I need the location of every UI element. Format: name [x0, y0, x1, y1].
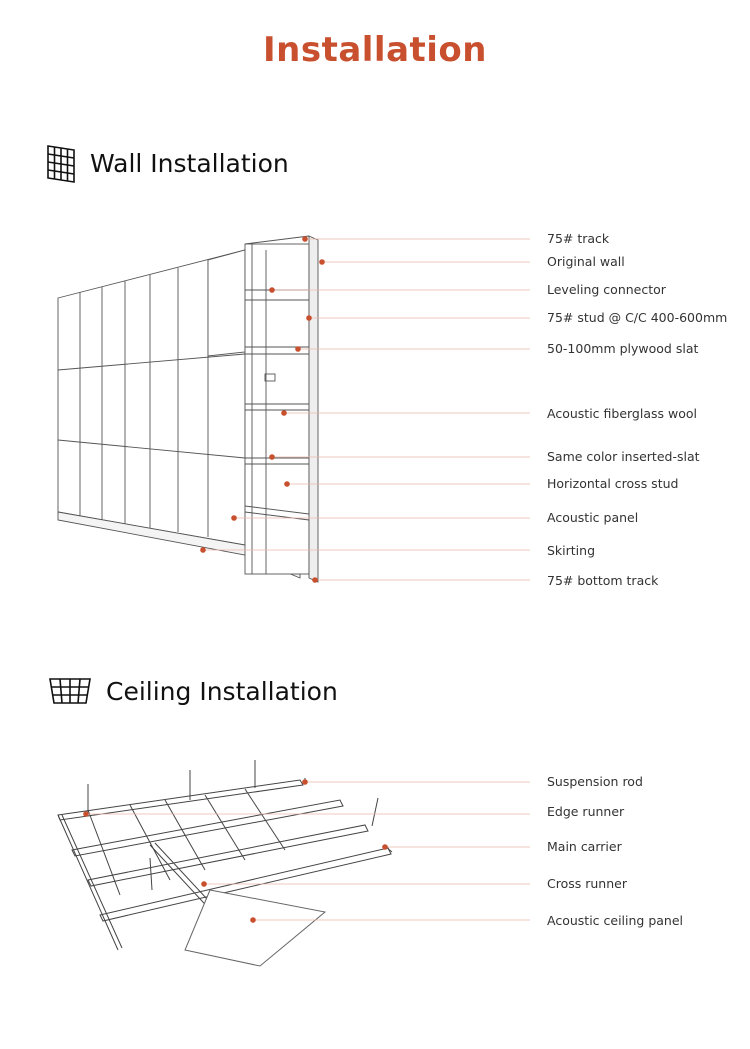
callout-dot — [306, 315, 312, 321]
callout-dot — [269, 454, 275, 460]
callout-plywood-slat: 50-100mm plywood slat — [547, 341, 699, 356]
callout-dot — [231, 515, 237, 521]
wall-grid-icon — [47, 145, 75, 183]
ceiling-section-heading: Ceiling Installation — [48, 676, 338, 706]
callout-dot — [269, 287, 275, 293]
callout-suspension-rod: Suspension rod — [547, 774, 643, 789]
callout-inserted-slat: Same color inserted-slat — [547, 449, 700, 464]
wall-callout-markers — [200, 236, 530, 583]
callout-dot — [284, 481, 290, 487]
callout-dot — [312, 577, 318, 583]
callout-dot — [83, 811, 89, 817]
callout-dot — [382, 844, 388, 850]
callout-cross-runner: Cross runner — [547, 876, 627, 891]
ceiling-section-title: Ceiling Installation — [106, 676, 338, 706]
callout-dot — [319, 259, 325, 265]
wall-section-title: Wall Installation — [90, 148, 289, 178]
ceiling-callout-markers — [83, 779, 530, 923]
wall-drawing — [57, 235, 319, 583]
callout-dot — [302, 779, 308, 785]
page-title: Installation — [262, 30, 487, 70]
callout-acoustic-ceiling-panel: Acoustic ceiling panel — [547, 913, 683, 928]
callout-original-wall: Original wall — [547, 254, 625, 269]
callout-fiberglass-wool: Acoustic fiberglass wool — [547, 406, 697, 421]
callout-acoustic-panel: Acoustic panel — [547, 510, 639, 525]
wall-section-heading: Wall Installation — [46, 142, 289, 184]
callout-leveling-connector: Leveling connector — [547, 282, 666, 297]
callout-edge-runner: Edge runner — [547, 804, 625, 819]
callout-dot — [302, 236, 308, 242]
ceiling-drawing — [57, 760, 393, 967]
callout-dot — [201, 881, 207, 887]
callout-75-stud: 75# stud @ C/C 400-600mm — [547, 310, 728, 325]
callout-main-carrier: Main carrier — [547, 839, 622, 854]
callout-dot — [295, 346, 301, 352]
callout-horizontal-cross-stud: Horizontal cross stud — [547, 476, 679, 491]
callout-dot — [250, 917, 256, 923]
callout-skirting: Skirting — [547, 543, 596, 558]
callout-75-bottom-track: 75# bottom track — [547, 573, 659, 588]
callout-dot — [281, 410, 287, 416]
ceiling-grid-icon — [49, 678, 91, 704]
callout-dot — [200, 547, 206, 553]
callout-75-track: 75# track — [547, 231, 610, 246]
